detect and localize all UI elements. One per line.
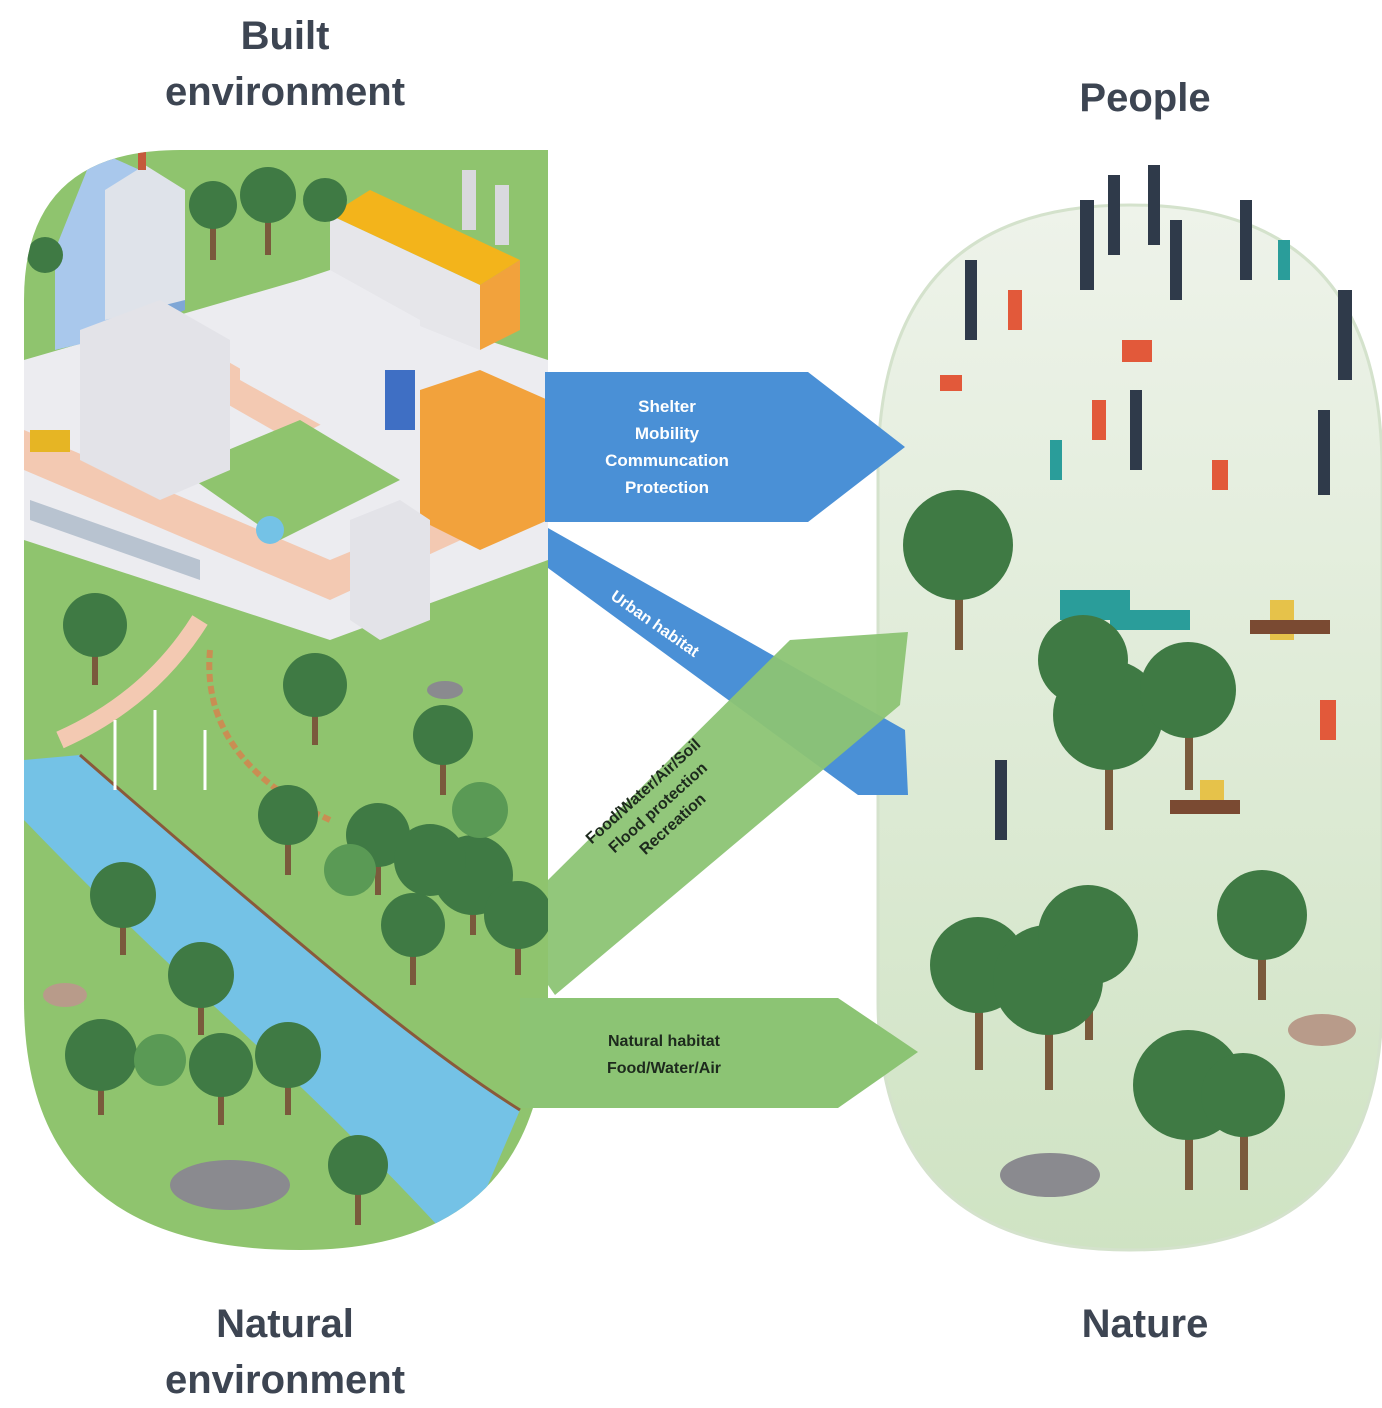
rock [1000, 1153, 1100, 1197]
railway [206, 649, 332, 823]
city-park [180, 420, 400, 540]
rock [43, 983, 87, 1007]
bus [30, 430, 70, 452]
office-tower [105, 165, 185, 320]
arrow-built-to-people-line3: Communcation [605, 451, 729, 470]
nature-heading-text: Nature [1081, 1302, 1209, 1346]
orange-building [420, 370, 548, 550]
bench [1170, 800, 1240, 814]
right-panel [876, 165, 1382, 1252]
arrow-natural-to-people [548, 632, 908, 995]
building [350, 500, 430, 640]
wind-turbines [113, 710, 207, 790]
building [80, 300, 230, 500]
chimney [495, 185, 509, 245]
built-environment-heading: Built environment [130, 8, 440, 120]
train [30, 500, 200, 580]
natural-environment-heading-line1: Natural [216, 1302, 354, 1346]
arrow-built-to-people-line1: Shelter [638, 397, 696, 416]
city-block [24, 150, 548, 640]
arrow-natural-to-nature [520, 998, 918, 1108]
fountain [256, 516, 284, 544]
people-heading: People [1000, 70, 1290, 126]
left-trees [27, 167, 548, 1225]
left-panel [24, 150, 548, 1250]
natural-environment-heading-line2: environment [164, 1358, 406, 1402]
bench [1250, 620, 1330, 634]
yellow-roof-building [330, 190, 520, 285]
right-trees [903, 490, 1307, 1190]
rock [427, 681, 463, 699]
rock [1288, 1014, 1356, 1046]
people-heading-text: People [1079, 76, 1211, 120]
natural-environment-heading: Natural environment [130, 1296, 440, 1408]
arrow-built-to-people [545, 372, 905, 522]
building [240, 270, 420, 430]
built-environment-heading-line2: environment [164, 70, 406, 114]
path [56, 615, 208, 749]
rock [170, 1160, 290, 1210]
arrow-built-to-people-line4: Protection [625, 478, 709, 497]
people-group [940, 165, 1352, 840]
blue-door [385, 370, 415, 430]
arrow-natural-to-nature-line2: Food/Water/Air [607, 1060, 721, 1077]
chimney [462, 170, 476, 230]
built-environment-heading-line1: Built [240, 14, 330, 58]
arrow-natural-to-nature-line1: Natural habitat [608, 1033, 721, 1050]
nature-heading: Nature [1000, 1296, 1290, 1352]
arrow-built-to-people-line2: Mobility [635, 424, 700, 443]
